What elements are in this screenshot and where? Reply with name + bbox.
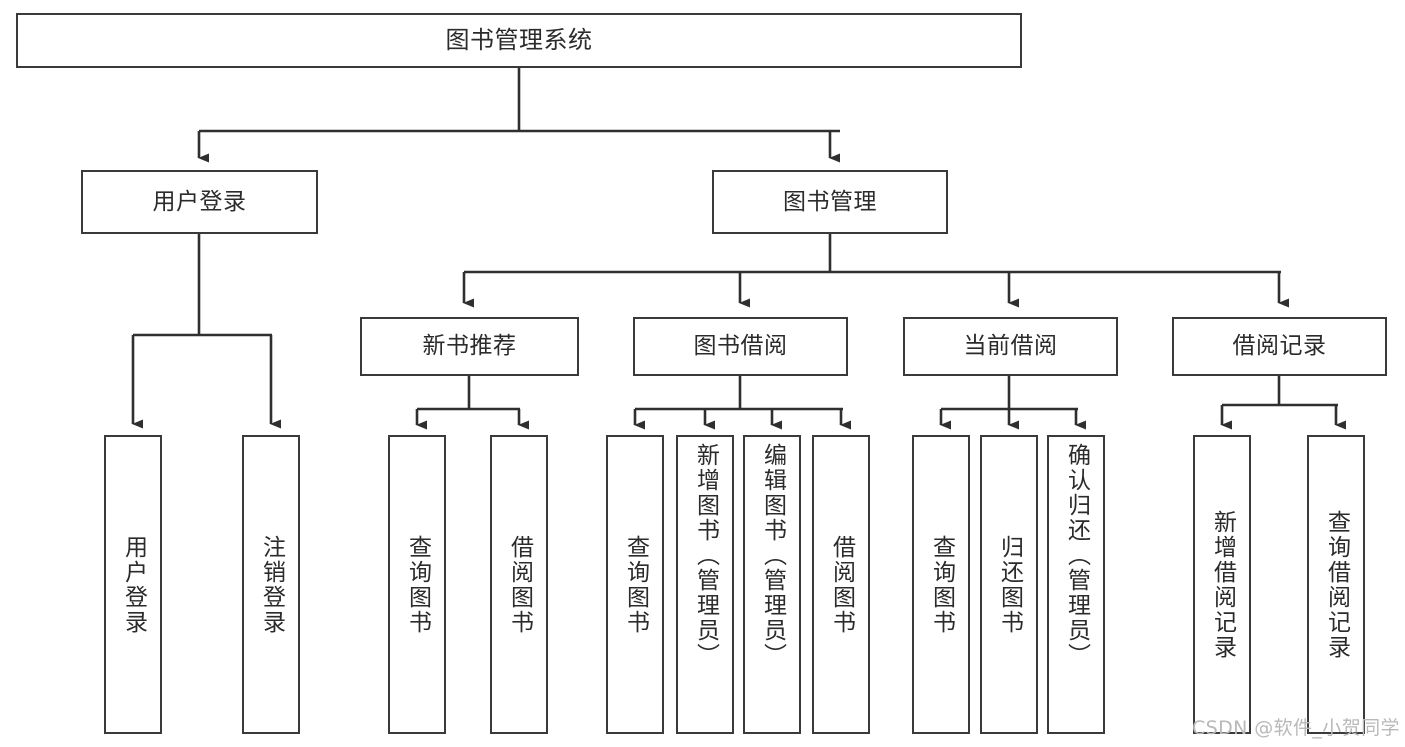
node-borrow-record-label: 借阅记录	[1232, 333, 1327, 360]
node-current-borrow-label: 当前借阅	[963, 333, 1058, 360]
leaf-query-borrow-record-label: 查询借阅记录	[1323, 509, 1350, 660]
csdn-watermark: CSDN @软件_小贺同学	[1192, 717, 1400, 739]
leaf-query-book-current-label: 查询图书	[928, 534, 955, 635]
leaf-query-book-borrow-label: 查询图书	[622, 534, 649, 635]
leaf-borrow-book-label: 借阅图书	[828, 534, 855, 635]
leaf-query-book-borrow[interactable]: 查询图书	[606, 435, 664, 734]
leaf-add-book[interactable]: 新增图书（管理员）	[676, 435, 734, 734]
leaf-return-book[interactable]: 归还图书	[980, 435, 1038, 734]
leaf-query-book-current[interactable]: 查询图书	[912, 435, 970, 734]
leaf-user-login[interactable]: 用户登录	[104, 435, 162, 734]
leaf-confirm-return[interactable]: 确认归还（管理员）	[1047, 435, 1105, 734]
node-book-manage-label: 图书管理	[783, 188, 877, 215]
node-user-login[interactable]: 用户登录	[81, 170, 318, 234]
leaf-add-borrow-record-label: 新增借阅记录	[1209, 509, 1236, 660]
node-book-borrow-label: 图书借阅	[693, 333, 788, 360]
node-root-label: 图书管理系统	[445, 25, 593, 54]
leaf-edit-book[interactable]: 编辑图书（管理员）	[743, 435, 801, 734]
node-borrow-record[interactable]: 借阅记录	[1172, 317, 1387, 376]
leaf-return-book-label: 归还图书	[996, 534, 1023, 635]
leaf-query-book-recommend[interactable]: 查询图书	[388, 435, 446, 734]
leaf-confirm-return-label: 确认归还（管理员）	[1063, 443, 1090, 668]
leaf-logout-login[interactable]: 注销登录	[242, 435, 300, 734]
leaf-edit-book-label: 编辑图书（管理员）	[759, 443, 786, 668]
leaf-user-login-label: 用户登录	[120, 534, 147, 635]
leaf-borrow-book[interactable]: 借阅图书	[812, 435, 870, 734]
leaf-borrow-book-recommend-label: 借阅图书	[506, 534, 533, 635]
node-new-book-recommend[interactable]: 新书推荐	[360, 317, 579, 376]
leaf-query-borrow-record[interactable]: 查询借阅记录	[1307, 435, 1365, 734]
node-book-manage[interactable]: 图书管理	[712, 170, 948, 234]
leaf-add-borrow-record[interactable]: 新增借阅记录	[1193, 435, 1251, 734]
leaf-borrow-book-recommend[interactable]: 借阅图书	[490, 435, 548, 734]
leaf-logout-login-label: 注销登录	[258, 534, 285, 635]
node-current-borrow[interactable]: 当前借阅	[903, 317, 1118, 376]
node-new-book-recommend-label: 新书推荐	[422, 333, 517, 360]
leaf-query-book-recommend-label: 查询图书	[404, 534, 431, 635]
node-book-borrow[interactable]: 图书借阅	[633, 317, 848, 376]
node-user-login-label: 用户登录	[152, 188, 247, 215]
node-root-system[interactable]: 图书管理系统	[16, 13, 1022, 68]
leaf-add-book-label: 新增图书（管理员）	[692, 443, 719, 668]
